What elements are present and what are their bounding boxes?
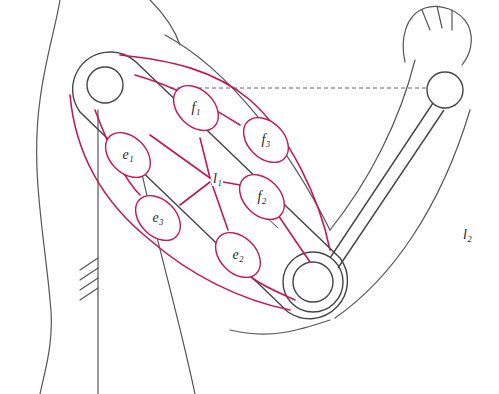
muscle-ellipse: e₁ (106, 127, 150, 183)
muscle-label: e₁ (122, 148, 133, 162)
finger-lines (422, 6, 452, 30)
fist-outline (403, 6, 471, 65)
torso-outline (37, 0, 60, 394)
link-label: l₂ (462, 228, 473, 242)
forearm-link (338, 110, 444, 268)
muscle-ellipse: e₂ (216, 227, 260, 283)
ground-hatch (80, 258, 98, 300)
link-label: l₁ (212, 172, 223, 186)
muscle-label: e₃ (152, 211, 163, 225)
muscle-label: f₁ (192, 101, 201, 115)
upper-arm-link (73, 52, 348, 319)
muscle-ellipse: f₂ (240, 169, 284, 225)
muscle-label: f₂ (258, 190, 267, 204)
muscle-strand (200, 138, 210, 178)
elbow-outline (230, 320, 330, 334)
dashed-reference-line (170, 88, 426, 89)
muscle-ellipse: f₁ (174, 80, 218, 136)
wrist-joint (427, 72, 463, 108)
forearm-outline (330, 60, 415, 230)
muscle-strand (212, 184, 228, 230)
muscle-strand (180, 182, 210, 205)
muscle-ellipse: f₃ (244, 112, 288, 168)
muscle-label: e₂ (232, 248, 243, 262)
muscle-ellipse: e₃ (136, 190, 180, 246)
muscle-strand (252, 278, 295, 300)
muscle-strand (120, 55, 330, 250)
elbow-joint-inner (293, 262, 333, 302)
forearm-link (330, 103, 433, 258)
muscle-strand (278, 215, 310, 262)
upper-arm-outline (165, 35, 330, 230)
muscle-label: f₃ (262, 133, 271, 147)
elbow-joint-outer (283, 252, 343, 312)
shoulder-joint (87, 67, 123, 103)
muscle-strand (150, 135, 210, 178)
torso-line (97, 110, 98, 394)
neck-outline (150, 0, 180, 45)
forearm-outline (335, 110, 470, 318)
